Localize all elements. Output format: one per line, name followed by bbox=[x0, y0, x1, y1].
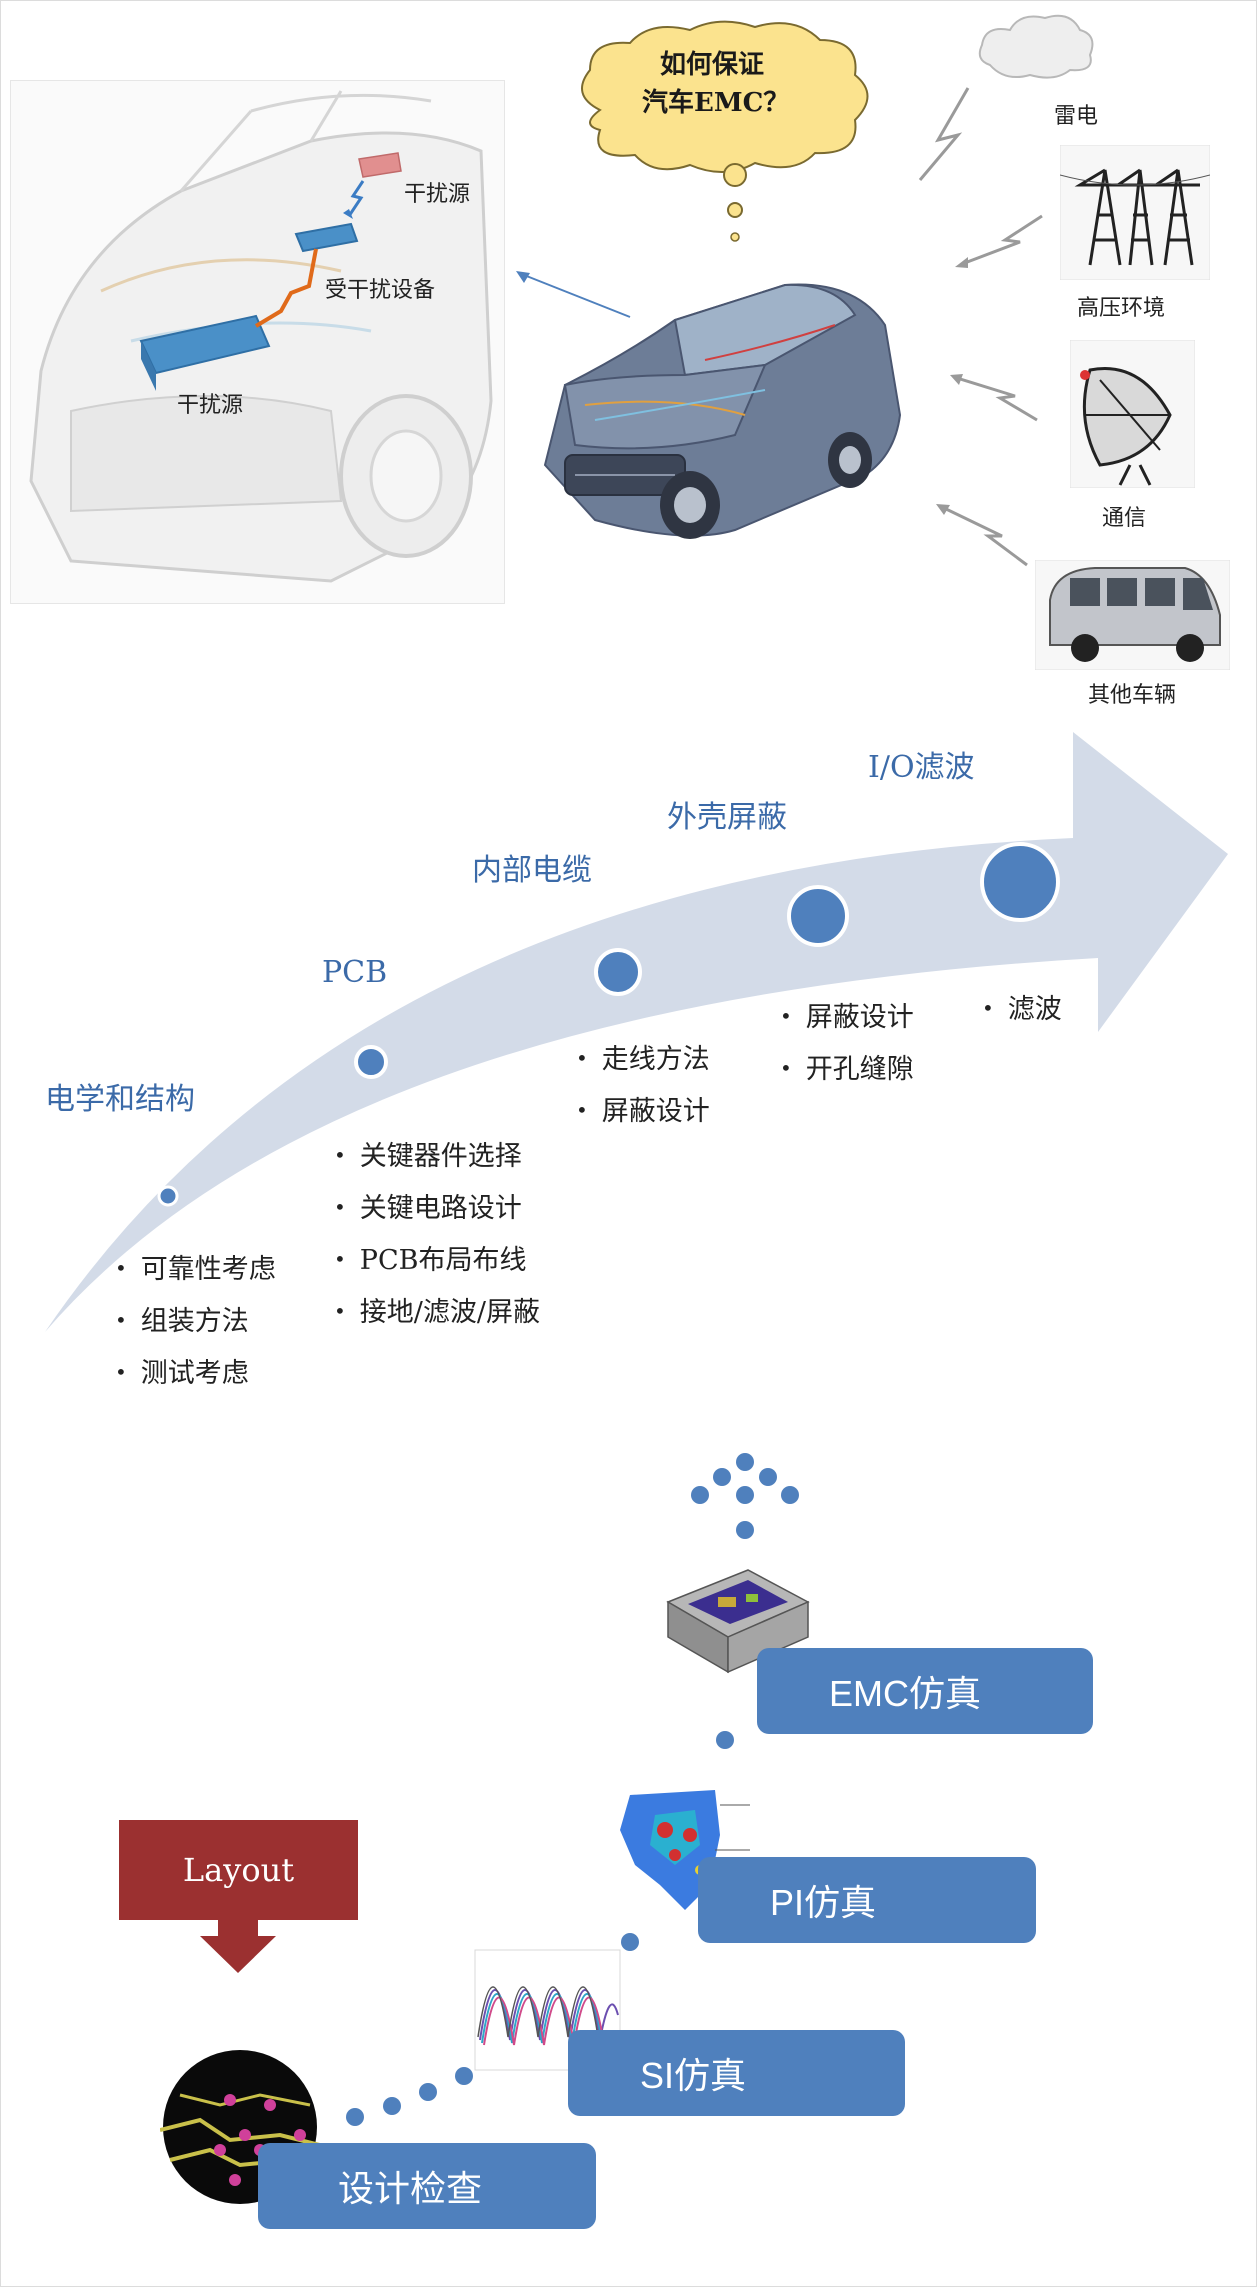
stage-title-enclosure-shielding: 外壳屏蔽 bbox=[667, 800, 787, 835]
power-tower-icon bbox=[1060, 145, 1210, 280]
cloud-question-line2: 汽车EMC？ bbox=[642, 88, 790, 118]
external-label-communication: 通信 bbox=[1102, 506, 1147, 531]
van-icon bbox=[1035, 560, 1230, 670]
stage-4-list: 屏蔽设计 开孔缝隙 bbox=[780, 992, 914, 1096]
step-pi-simulation[interactable]: PI仿真 bbox=[698, 1857, 1036, 1943]
label-victim-device: 受干扰设备 bbox=[325, 278, 436, 303]
cloud-icon bbox=[978, 14, 1094, 79]
stage-3-list: 走线方法 屏蔽设计 bbox=[576, 1034, 710, 1138]
stage-title-pcb: PCB bbox=[322, 955, 388, 990]
satellite-dish-icon bbox=[1070, 340, 1195, 488]
external-label-other-vehicles: 其他车辆 bbox=[1088, 683, 1177, 708]
list-item: 屏蔽设计 bbox=[780, 992, 914, 1044]
label-interference-source-bottom: 干扰源 bbox=[177, 393, 244, 418]
arrow-to-cutaway bbox=[516, 271, 631, 318]
zigzag-high-voltage bbox=[955, 214, 1043, 268]
list-item: 组装方法 bbox=[115, 1296, 276, 1348]
list-item: 接地/滤波/屏蔽 bbox=[334, 1287, 540, 1339]
emc-model-thumbnail bbox=[666, 1569, 810, 1674]
car-cutaway-illustration bbox=[29, 90, 493, 583]
external-label-lightning: 雷电 bbox=[1054, 104, 1099, 129]
layout-box: Layout bbox=[119, 1820, 358, 1920]
stage-5-list: 滤波 bbox=[982, 984, 1062, 1036]
list-item: 可靠性考虑 bbox=[115, 1244, 276, 1296]
list-item: 关键电路设计 bbox=[334, 1183, 540, 1235]
stage-dot-3 bbox=[594, 948, 642, 996]
car-cutaway-panel bbox=[10, 80, 505, 604]
list-item: 滤波 bbox=[982, 984, 1062, 1036]
list-item: 关键器件选择 bbox=[334, 1131, 540, 1183]
stage-dot-5 bbox=[980, 842, 1060, 922]
external-label-high-voltage: 高压环境 bbox=[1077, 296, 1166, 321]
stage-title-io-filtering: I/O滤波 bbox=[868, 750, 975, 785]
list-item: 走线方法 bbox=[576, 1034, 710, 1086]
list-item: 测试考虑 bbox=[115, 1348, 276, 1400]
pi-map-thumbnail bbox=[620, 1790, 750, 1910]
stage-dot-4 bbox=[787, 885, 849, 947]
car-illustration bbox=[543, 283, 902, 539]
step-design-check[interactable]: 设计检查 bbox=[258, 2143, 596, 2229]
zigzag-communication bbox=[950, 374, 1038, 422]
process-arrow bbox=[45, 732, 1228, 1332]
label-interference-source-top: 干扰源 bbox=[404, 182, 471, 207]
stage-title-electrical-structure: 电学和结构 bbox=[45, 1082, 195, 1117]
stage-1-list: 可靠性考虑 组装方法 测试考虑 bbox=[115, 1244, 276, 1400]
step-si-simulation[interactable]: SI仿真 bbox=[568, 2030, 905, 2116]
cloud-question-line1: 如何保证 bbox=[660, 50, 765, 80]
list-item: 屏蔽设计 bbox=[576, 1086, 710, 1138]
list-item: 开孔缝隙 bbox=[780, 1044, 914, 1096]
stage-dot-2 bbox=[354, 1045, 388, 1079]
flow-dots bbox=[346, 1453, 799, 2126]
stage-2-list: 关键器件选择 关键电路设计 PCB布局布线 接地/滤波/屏蔽 bbox=[334, 1131, 540, 1339]
stage-title-internal-cables: 内部电缆 bbox=[472, 853, 592, 888]
step-emc-simulation[interactable]: EMC仿真 bbox=[757, 1648, 1093, 1734]
zigzag-lightning bbox=[918, 87, 970, 181]
zigzag-other-vehicles bbox=[936, 504, 1028, 567]
layout-down-arrow bbox=[200, 1918, 276, 1973]
thought-cloud bbox=[581, 20, 869, 242]
list-item: PCB布局布线 bbox=[334, 1235, 540, 1287]
stage-dot-1 bbox=[157, 1185, 179, 1207]
